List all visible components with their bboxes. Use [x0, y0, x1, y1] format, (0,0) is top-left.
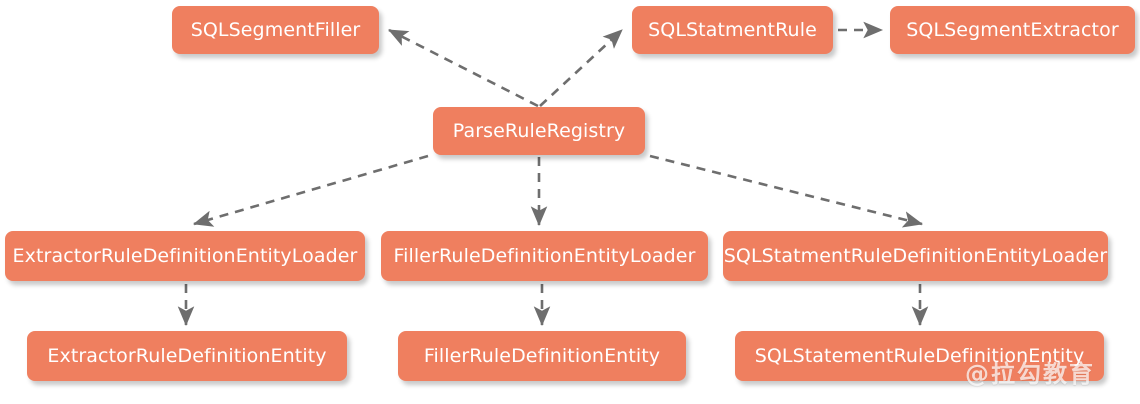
node-label-sql-statment-rule: SQLStatmentRule	[648, 18, 817, 41]
edge-registry-to-statment-loader	[649, 154, 924, 228]
node-label-sql-statment-rule-definition-entity-loader: SQLStatmentRuleDefinitionEntityLoader	[723, 244, 1108, 267]
edge-registry-to-extractor-loader	[193, 154, 429, 227]
node-label-sql-statement-rule-definition-entity: SQLStatementRuleDefinitionEntity	[754, 344, 1085, 367]
node-sql-statment-rule[interactable]: SQLStatmentRule	[632, 6, 833, 54]
node-label-extractor-rule-definition-entity-loader: ExtractorRuleDefinitionEntityLoader	[12, 244, 358, 267]
node-extractor-rule-definition-entity-loader[interactable]: ExtractorRuleDefinitionEntityLoader	[5, 231, 365, 281]
node-filler-rule-definition-entity[interactable]: FillerRuleDefinitionEntity	[398, 331, 686, 381]
node-sql-statement-rule-definition-entity[interactable]: SQLStatementRuleDefinitionEntity	[735, 331, 1104, 381]
node-label-filler-rule-definition-entity: FillerRuleDefinitionEntity	[423, 344, 661, 367]
node-label-filler-rule-definition-entity-loader: FillerRuleDefinitionEntityLoader	[393, 244, 696, 267]
node-sql-segment-filler[interactable]: SQLSegmentFiller	[172, 6, 379, 54]
node-label-sql-segment-filler: SQLSegmentFiller	[190, 18, 361, 41]
node-extractor-rule-definition-entity[interactable]: ExtractorRuleDefinitionEntity	[27, 331, 347, 381]
node-sql-segment-extractor[interactable]: SQLSegmentExtractor	[890, 6, 1135, 54]
node-sql-statment-rule-definition-entity-loader[interactable]: SQLStatmentRuleDefinitionEntityLoader	[723, 231, 1108, 281]
node-label-sql-segment-extractor: SQLSegmentExtractor	[906, 18, 1119, 41]
node-label-extractor-rule-definition-entity: ExtractorRuleDefinitionEntity	[47, 344, 327, 367]
node-parse-rule-registry[interactable]: ParseRuleRegistry	[433, 107, 645, 155]
node-label-parse-rule-registry: ParseRuleRegistry	[452, 119, 626, 142]
node-filler-rule-definition-entity-loader[interactable]: FillerRuleDefinitionEntityLoader	[381, 231, 708, 281]
edge-registry-to-filler	[388, 28, 539, 108]
edge-registry-to-statment-rule	[539, 29, 623, 107]
